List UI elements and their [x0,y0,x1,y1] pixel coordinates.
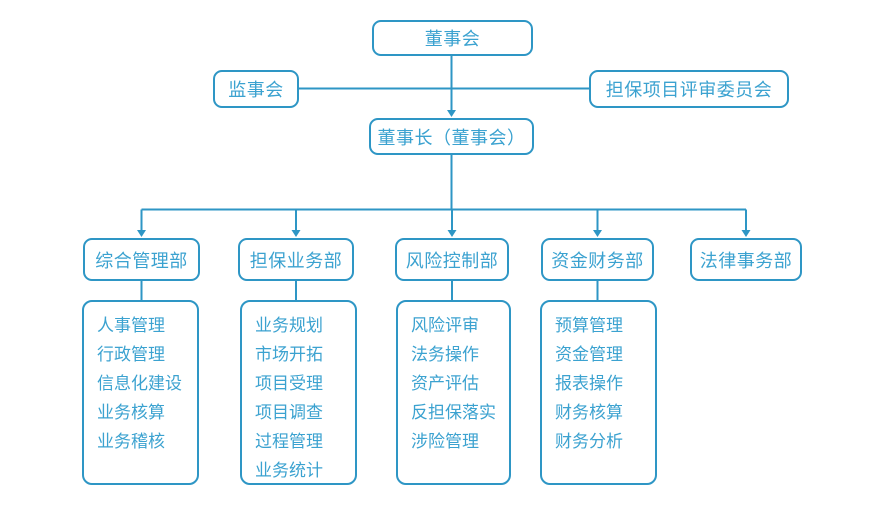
function-item: 过程管理 [255,432,323,451]
list-box-guarantee-business: 业务规划 市场开拓 项目受理 项目调查 过程管理 业务统计 [240,300,357,485]
function-item: 反担保落实 [411,403,496,422]
function-item: 报表操作 [555,374,623,393]
function-item: 财务分析 [555,432,623,451]
function-item: 项目受理 [255,374,323,393]
function-item: 风险评审 [411,316,479,335]
function-item: 资产评估 [411,374,479,393]
function-item: 业务统计 [255,461,323,480]
function-item: 业务核算 [97,403,165,422]
function-item: 法务操作 [411,345,479,364]
list-box-risk-control: 风险评审 法务操作 资产评估 反担保落实 涉险管理 [396,300,511,485]
node-supervisory-board: 监事会 [213,70,299,108]
dept-box-legal-affairs: 法律事务部 [690,238,802,281]
list-box-finance: 预算管理 资金管理 报表操作 财务核算 财务分析 [540,300,657,485]
function-item: 业务规划 [255,316,323,335]
function-item: 财务核算 [555,403,623,422]
dept-box-guarantee-business: 担保业务部 [238,238,354,281]
function-item: 信息化建设 [97,374,182,393]
function-item: 业务稽核 [97,432,165,451]
dept-box-risk-control: 风险控制部 [395,238,509,281]
dept-box-finance: 资金财务部 [541,238,654,281]
dept-box-general-management: 综合管理部 [83,238,200,281]
function-item: 行政管理 [97,345,165,364]
function-item: 市场开拓 [255,345,323,364]
function-item: 资金管理 [555,345,623,364]
list-box-general-management: 人事管理 行政管理 信息化建设 业务核算 业务稽核 [82,300,199,485]
function-item: 人事管理 [97,316,165,335]
function-item: 项目调查 [255,403,323,422]
node-board-of-directors: 董事会 [372,20,533,56]
node-guarantee-project-review-committee: 担保项目评审委员会 [589,70,789,108]
function-item: 预算管理 [555,316,623,335]
function-item: 涉险管理 [411,432,479,451]
node-chairman: 董事长（董事会） [369,118,534,155]
